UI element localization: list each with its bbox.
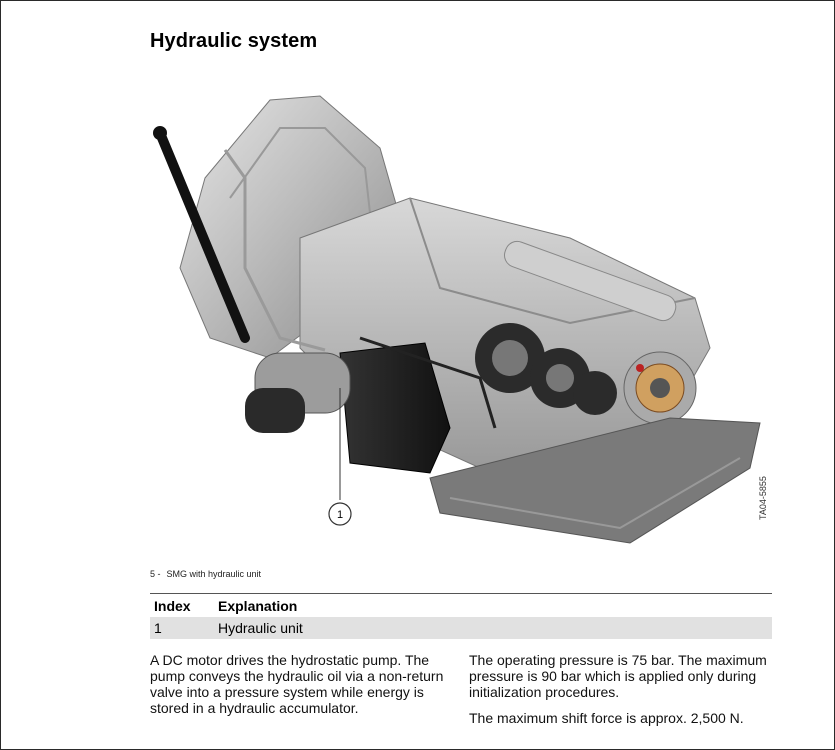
transmission-figure: 1 (150, 88, 772, 566)
header-index: Index (154, 597, 191, 614)
table-row: 1 Hydraulic unit (150, 617, 772, 639)
callout-1-marker (328, 502, 352, 526)
callout-1-label: 1 (337, 509, 343, 521)
right-paragraph-1: The operating pressure is 75 bar. The ma… (469, 652, 767, 700)
table-header: Index Explanation (150, 594, 772, 617)
caption-text: SMG with hydraulic unit (166, 569, 262, 579)
left-paragraph: A DC motor drives the hydrostatic pump. … (150, 652, 444, 716)
header-explanation: Explanation (218, 597, 298, 614)
reference-code: TA04-5855 (758, 476, 768, 520)
page-title: Hydraulic system (150, 30, 318, 52)
transmission-illustration: 1 (153, 95, 761, 544)
caption-number: 5 - (150, 569, 161, 579)
index-table: Index Explanation 1 Hydraulic unit (150, 593, 772, 639)
right-paragraph-2: The maximum shift force is approx. 2,500… (469, 710, 744, 726)
row-index: 1 (154, 620, 162, 636)
gear-cutaway (475, 323, 617, 415)
row-explanation: Hydraulic unit (218, 620, 303, 636)
hydraulic-unit (339, 342, 451, 474)
base-plate (429, 417, 761, 544)
figure-caption: 5 - SMG with hydraulic unit (150, 569, 261, 579)
shift-lever (155, 128, 250, 343)
